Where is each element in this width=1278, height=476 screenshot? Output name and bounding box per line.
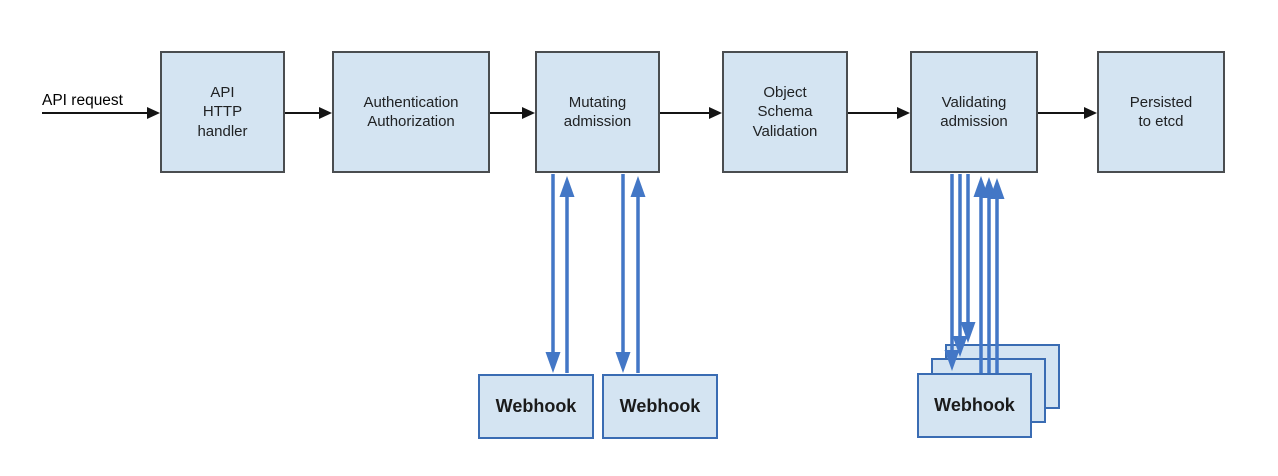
flow-arrow-mutating-to-schema [660,107,722,119]
pipeline-node-object-schema-validation: Object Schema Validation [722,51,848,173]
pipeline-node-validating-admission: Validating admission [910,51,1038,173]
mutating-webhook-box-1: Webhook [478,374,594,439]
validating-webhook-down-arrow-2 [952,174,968,357]
mutating-webhook2-up-arrow [630,176,646,373]
mutating-webhook-box-2: Webhook [602,374,718,439]
validating-webhook-down-arrow-1 [944,174,960,371]
flow-arrow-schema-to-validating [848,107,910,119]
pipeline-node-mutating-admission: Mutating admission [535,51,660,173]
mutating-webhook1-up-arrow [559,176,575,373]
pipeline-node-persisted-to-etcd: Persisted to etcd [1097,51,1225,173]
pipeline-node-authentication-authorization: Authentication Authorization [332,51,490,173]
mutating-webhook1-down-arrow [545,174,561,373]
pipeline-node-api-http-handler: API HTTP handler [160,51,285,173]
flow-arrow-auth-to-mutating [490,107,535,119]
api-request-label: API request [42,92,123,109]
flow-arrow-handler-to-auth [285,107,332,119]
validating-webhook-box-front: Webhook [917,373,1032,438]
flow-arrow-validating-to-etcd [1038,107,1097,119]
mutating-webhook2-down-arrow [615,174,631,373]
validating-webhook-down-arrow-3 [960,174,976,343]
